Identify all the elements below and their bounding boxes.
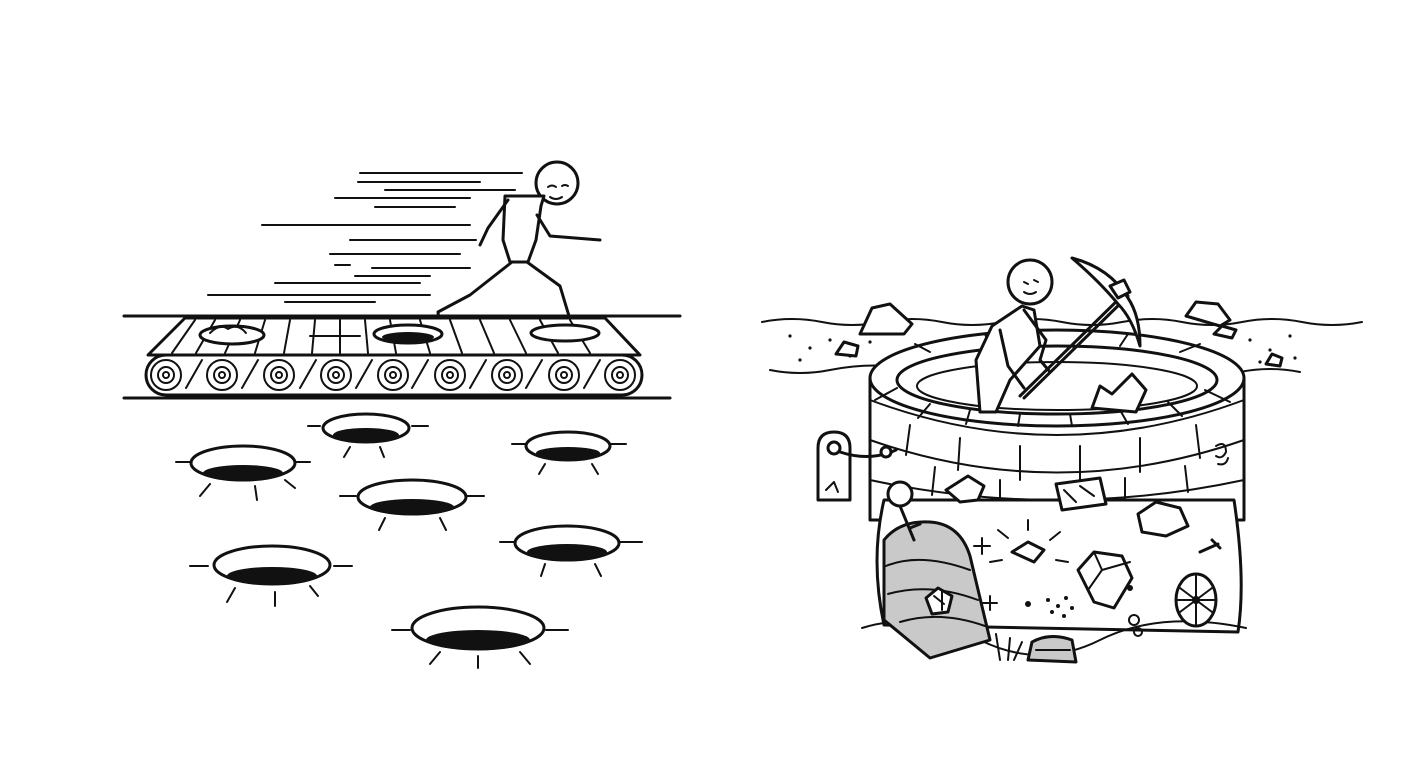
runner-figure [436,160,602,332]
runner-head [534,160,580,206]
left-panel-treadmill-scene [122,160,682,669]
ground-surface [761,300,1363,374]
hole [339,478,485,531]
hole [189,544,353,607]
conveyor-rollers [150,359,636,391]
buried-key-icon [886,480,922,542]
well-side-tag [816,430,898,502]
speed-lines [207,172,523,303]
digger-head [1006,258,1054,306]
hole [499,524,643,577]
buried-shard [944,474,986,504]
pickaxe-icon [1018,256,1142,400]
debris-in-well [1090,372,1148,414]
striped-rock [882,520,992,660]
ground-holes [175,412,643,669]
hole [391,605,569,669]
fossil-wheel-icon [1174,572,1218,628]
right-panel-well-scene [761,256,1363,664]
digger-figure [974,258,1054,414]
buried-ore-icon [1136,500,1190,538]
stone-well [816,328,1247,664]
dots-cluster [1025,585,1133,618]
buried-can-icon [1054,476,1108,512]
hole [511,430,627,475]
conveyor-belt [122,314,682,400]
hole [307,412,429,458]
gem-icon [989,519,1069,564]
hole [175,444,311,501]
